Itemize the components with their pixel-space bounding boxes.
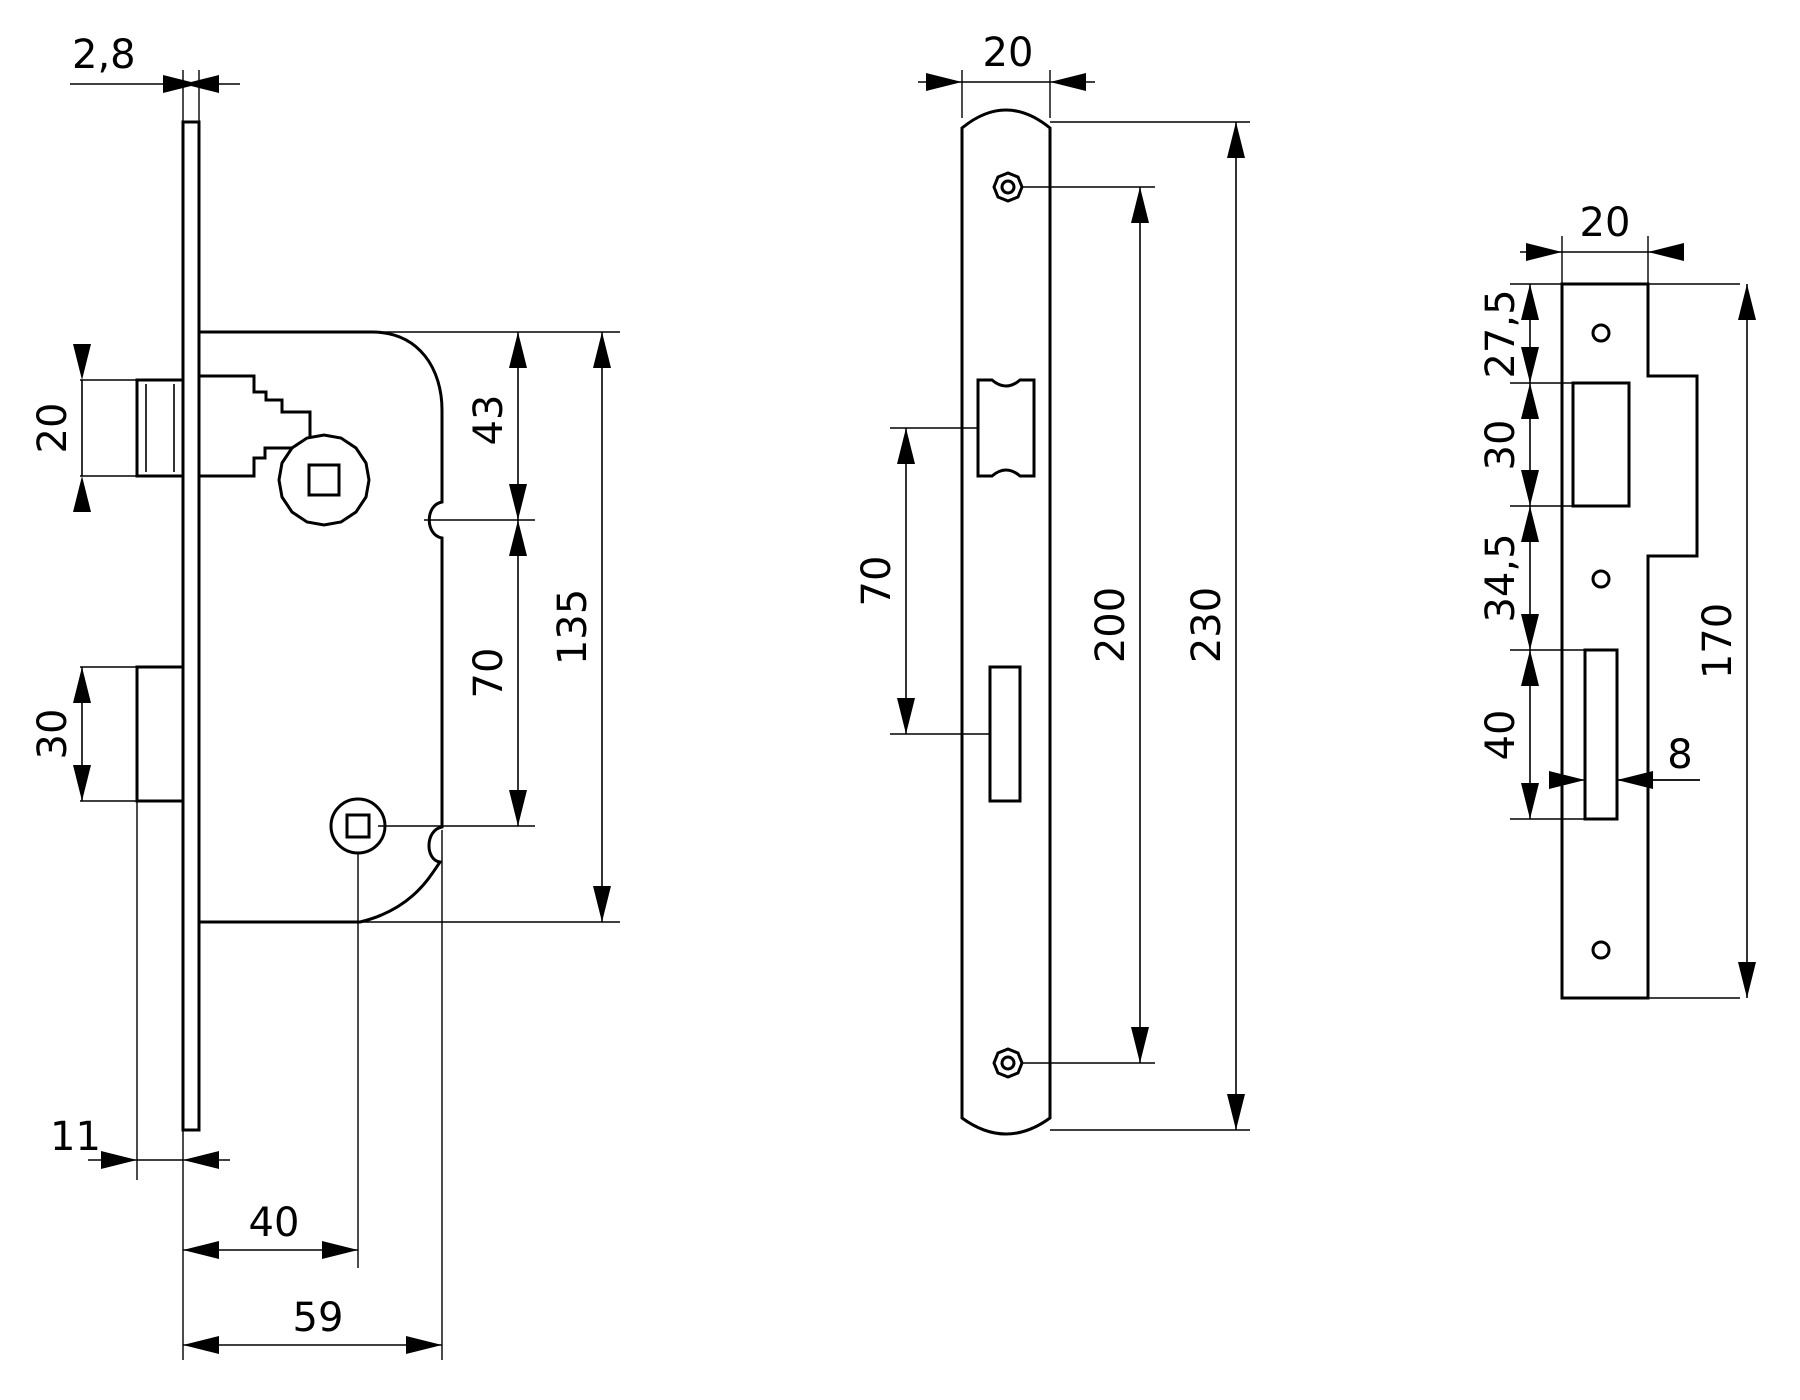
dim-strike-width: 20: [1580, 200, 1631, 246]
latch-bolt: [135, 378, 185, 478]
dim-strike-top-offset: 27,5: [1478, 289, 1524, 378]
dimension-arrowhead: [183, 75, 219, 93]
faceplate-view: 20 200 230 70: [854, 30, 1250, 1136]
lock-case: [197, 330, 444, 924]
dimension-arrowhead: [1131, 1027, 1149, 1063]
lock-body-view: 2,8 20 30 43 70 135 11 40 59: [30, 32, 620, 1360]
dimension-arrowhead: [1648, 243, 1684, 261]
dimension-arrowhead: [1521, 383, 1539, 419]
dimension-arrowhead: [926, 73, 962, 91]
dim-latch-height: 20: [30, 403, 76, 454]
dimension-arrowhead: [183, 1336, 219, 1354]
dimension-arrowhead: [183, 1241, 219, 1259]
dim-strike-bolt-opening: 40: [1478, 710, 1524, 761]
dimension-arrowhead: [406, 1336, 442, 1354]
dimension-arrowhead: [1526, 243, 1562, 261]
dimension-arrowhead: [1131, 187, 1149, 223]
dimension-arrowhead: [1521, 506, 1539, 542]
dim-faceplate-thickness: 2,8: [72, 32, 136, 78]
dimension-arrowhead: [1617, 771, 1653, 789]
dimension-arrowhead: [73, 765, 91, 801]
dimension-arrowhead: [73, 476, 91, 512]
dim-strike-latch-opening: 30: [1478, 420, 1524, 471]
dimension-arrowhead: [509, 484, 527, 520]
dim-strike-length: 170: [1695, 603, 1741, 679]
dim-strike-gap: 34,5: [1478, 533, 1524, 622]
dim-strike-opening-width: 8: [1667, 732, 1692, 778]
bolt-opening: [988, 665, 1022, 803]
strike-bottom-hole: [1591, 940, 1611, 960]
dimension-arrowhead: [1738, 284, 1756, 320]
dimension-arrowhead: [593, 886, 611, 922]
dimension-arrowhead: [1521, 347, 1539, 383]
dimension-arrowhead: [163, 75, 199, 93]
dimension-arrowhead: [1521, 470, 1539, 506]
dimension-arrowhead: [73, 344, 91, 380]
dimension-arrowhead: [1050, 73, 1086, 91]
dim-latch-to-bolt: 70: [854, 556, 900, 607]
strike-plate-view: 20 27,5 30 34,5 40 170 8: [1478, 200, 1756, 1000]
strike-middle-hole: [1591, 569, 1611, 589]
dimension-arrowhead: [1549, 771, 1585, 789]
dimension-arrowhead: [101, 1151, 137, 1169]
dimension-arrowhead: [1521, 783, 1539, 819]
dimension-arrowhead: [509, 790, 527, 826]
dim-body-depth: 59: [293, 1295, 344, 1341]
dim-hole-spacing: 200: [1088, 587, 1134, 663]
faceplate-outline: [960, 108, 1052, 1136]
dimension-arrowhead: [1227, 122, 1245, 158]
dimension-arrowhead: [1521, 650, 1539, 686]
dead-bolt: [135, 665, 185, 803]
dimension-arrowhead: [73, 667, 91, 703]
lock-faceplate: [181, 120, 201, 1132]
strike-latch-opening: [1571, 381, 1631, 508]
handle-spindle-square: [307, 463, 341, 497]
key-hole-square: [345, 813, 371, 839]
dimension-arrowhead: [509, 520, 527, 556]
dim-handle-to-top: 43: [466, 395, 512, 446]
dimension-arrowhead: [1227, 1094, 1245, 1130]
dim-bolt-projection: 11: [50, 1114, 101, 1160]
dim-bolt-height: 30: [30, 709, 76, 760]
dim-backset: 40: [249, 1200, 300, 1246]
strike-top-hole: [1591, 323, 1611, 343]
dimension-arrowhead: [183, 1151, 219, 1169]
dimension-arrowhead: [593, 332, 611, 368]
dimension-arrowhead: [1521, 284, 1539, 320]
dimension-arrowhead: [1521, 614, 1539, 650]
strike-bolt-opening: [1583, 648, 1619, 821]
dim-faceplate-width: 20: [983, 30, 1034, 76]
dimension-arrowhead: [1738, 962, 1756, 998]
dimension-arrowhead: [509, 332, 527, 368]
dimension-arrowhead: [897, 428, 915, 464]
dimension-arrowhead: [897, 698, 915, 734]
dim-faceplate-length: 230: [1184, 587, 1230, 663]
dim-center-distance: 70: [466, 648, 512, 699]
latch-opening: [976, 378, 1036, 478]
latch-mechanism: [197, 374, 312, 478]
dim-body-height: 135: [550, 589, 596, 665]
dimension-arrowhead: [322, 1241, 358, 1259]
